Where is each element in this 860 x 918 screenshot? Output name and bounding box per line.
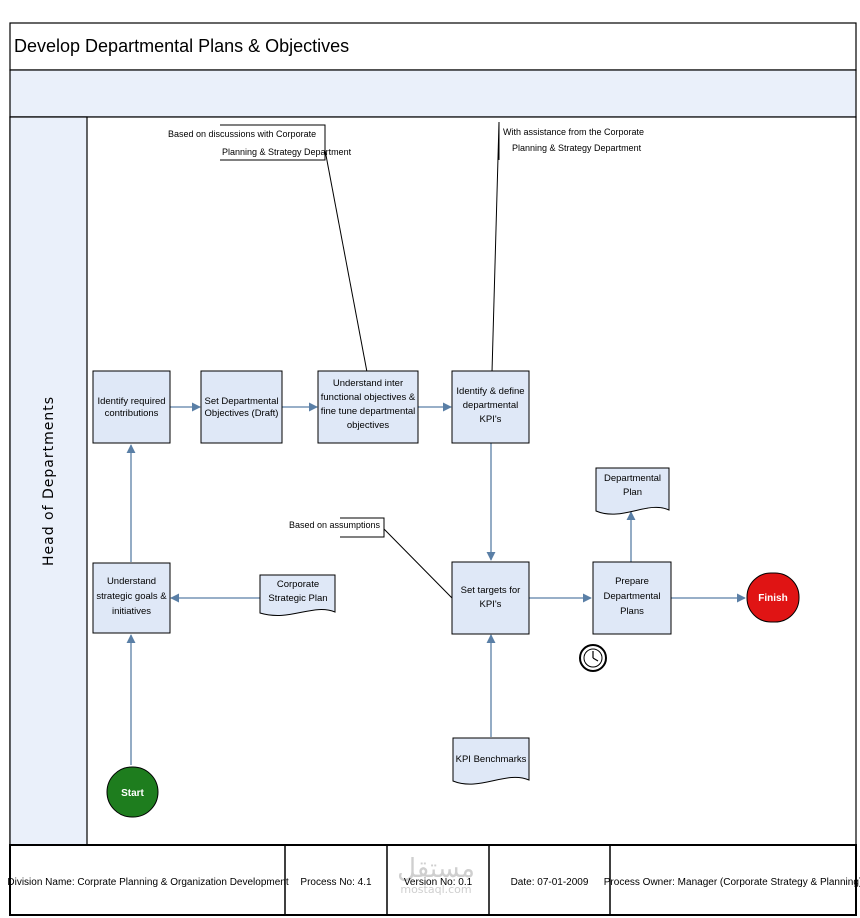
document-kpi-benchmarks[interactable]: KPI Benchmarks <box>452 737 530 785</box>
box-line: Set Departmental <box>205 396 279 407</box>
box-line: Understand inter <box>333 378 403 389</box>
process-understand-inter[interactable]: Understand inter functional objectives &… <box>317 370 419 444</box>
doc-line: Departmental <box>604 473 661 484</box>
connector-discussions <box>324 149 368 373</box>
process-identify-kpis[interactable]: Identify & define departmental KPI's <box>451 370 530 444</box>
box-line: Set targets for <box>461 585 521 596</box>
watermark-sub: mostaql.com <box>400 883 471 896</box>
box-line: functional objectives & <box>321 392 416 403</box>
start-label: Start <box>121 788 144 799</box>
doc-line: KPI Benchmarks <box>456 754 527 765</box>
start-terminator[interactable]: Start <box>106 766 159 818</box>
note-line: Based on assumptions <box>289 520 381 530</box>
doc-line: Plan <box>623 487 642 498</box>
box-line: objectives <box>347 420 389 431</box>
header-band <box>9 69 857 118</box>
process-understand-goals[interactable]: Understand strategic goals & initiatives <box>92 562 171 634</box>
footer-division: Division Name: Corprate Planning & Organ… <box>7 877 288 888</box>
box-line: Departmental <box>603 591 660 602</box>
footer-date: Date: 07-01-2009 <box>511 877 589 888</box>
box-line: KPI's <box>480 414 502 425</box>
lane-header <box>9 116 88 846</box>
annotation-assistance: With assistance from the Corporate Plann… <box>498 122 644 160</box>
box-line: KPI's <box>480 599 502 610</box>
footer-process-no: Process No: 4.1 <box>300 877 372 888</box>
connector-assistance <box>491 121 500 373</box>
doc-line: Corporate <box>277 579 319 590</box>
doc-line: Strategic Plan <box>268 593 327 604</box>
watermark: مستقل <box>397 854 475 884</box>
page-title: Develop Departmental Plans & Objectives <box>14 36 349 56</box>
process-identify-contributions[interactable]: Identify required contributions <box>92 370 171 444</box>
box-line: fine tune departmental <box>321 406 416 417</box>
document-corporate-plan[interactable]: Corporate Strategic Plan <box>259 574 336 616</box>
box-line: Identify required <box>97 396 165 407</box>
flow-arrows <box>126 402 746 765</box>
process-set-targets[interactable]: Set targets for KPI's <box>451 561 530 635</box>
header: Develop Departmental Plans & Objectives <box>9 22 857 118</box>
box-line: strategic goals & <box>96 591 167 602</box>
box-line: Objectives (Draft) <box>205 408 279 419</box>
box-line: contributions <box>105 408 159 419</box>
finish-label: Finish <box>758 593 787 604</box>
note-line: Planning & Strategy Department <box>512 143 642 153</box>
annotation-assumptions: Based on assumptions <box>289 517 385 538</box>
box-line: Plans <box>620 606 644 617</box>
box-line: Identify & define <box>456 386 524 397</box>
process-set-objectives[interactable]: Set Departmental Objectives (Draft) <box>200 370 283 444</box>
note-line: Planning & Strategy Department <box>222 147 352 157</box>
footer: مستقل mostaql.com Division Name: Corprat… <box>7 844 860 916</box>
footer-process-owner: Process Owner: Manager (Corporate Strate… <box>604 877 860 888</box>
box-line: initiatives <box>112 606 151 617</box>
box-line: Prepare <box>615 576 649 587</box>
note-line: Based on discussions with Corporate <box>168 129 316 139</box>
swimlane: Head of Departments <box>9 116 857 846</box>
annotation-discussions: Based on discussions with Corporate Plan… <box>168 124 352 161</box>
box-line: Understand <box>107 576 156 587</box>
clock-icon <box>579 644 607 672</box>
annotation-connectors <box>324 121 500 599</box>
connector-assumptions <box>383 528 453 599</box>
lane-label: Head of Departments <box>41 396 57 566</box>
footer-version-no: Version No: 0.1 <box>404 877 473 888</box>
document-departmental-plan[interactable]: Departmental Plan <box>595 467 670 515</box>
process-prepare-plans[interactable]: Prepare Departmental Plans <box>592 561 672 635</box>
note-line: With assistance from the Corporate <box>503 127 644 137</box>
finish-terminator[interactable]: Finish <box>746 572 800 623</box>
box-line: departmental <box>463 400 518 411</box>
